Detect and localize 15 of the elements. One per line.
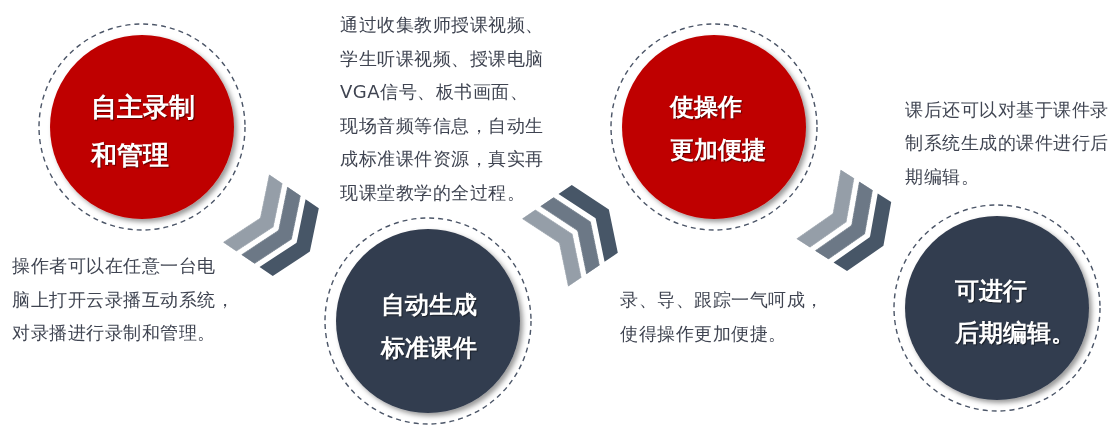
description-text: 操作者可以在任意一台电脑上打开云录播互动系统，对录播进行录制和管理。 [12, 254, 235, 345]
node-title: 自主录制和管理 [91, 91, 196, 172]
chevron-arrow [796, 169, 892, 272]
circle-node [609, 22, 819, 232]
chevron-arrow [222, 173, 319, 276]
circle-node [892, 203, 1102, 413]
circle-node [323, 216, 533, 426]
node-title: 自动生成标准课件 [381, 289, 478, 364]
description-text: 通过收集教师授课视频、学生听课视频、授课电脑VGA信号、板书画面、现场音频等信息，自动生成标准课件资源，真实再现课堂教学的全过程。 [340, 13, 545, 205]
node-title: 可进行后期编辑。 [955, 276, 1076, 349]
chevron-arrow [521, 185, 618, 288]
description-text: 课后还可以对基于课件录制系统生成的课件进行后期编辑。 [905, 97, 1110, 189]
node-title: 使操作更加便捷 [670, 91, 767, 166]
description-text: 录、导、跟踪一气呵成，使得操作更加便捷。 [620, 288, 825, 346]
circle-node [37, 22, 247, 232]
